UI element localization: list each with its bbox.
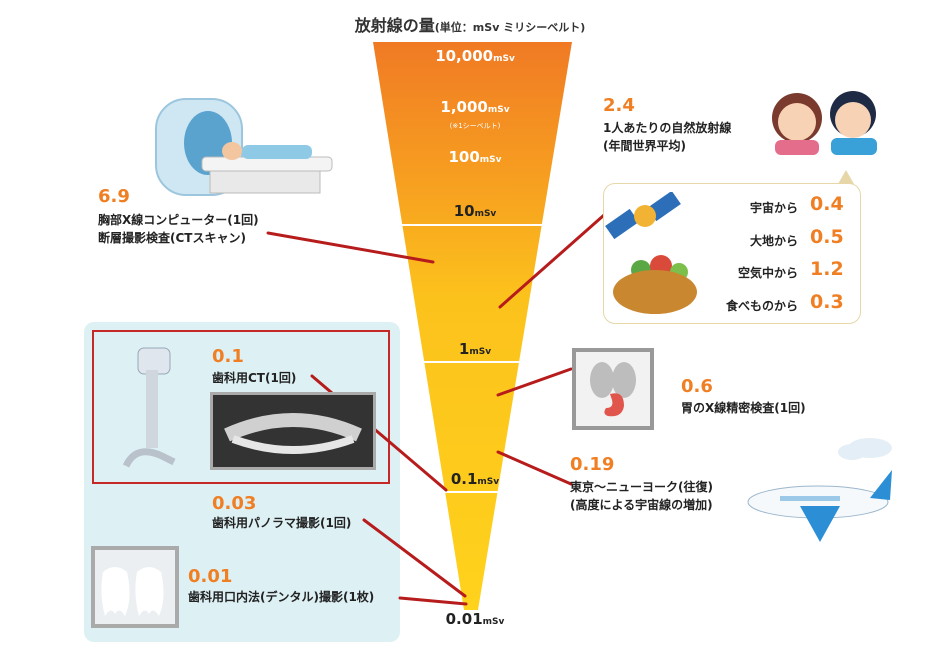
intraoral-value: 0.01 [188,566,233,587]
dental-ct-machine-illustration [122,347,176,468]
natural-label-1: 1人あたりの自然放射線 [603,121,732,135]
lungs-icon [590,362,636,417]
dental-ct-label: 歯科用CT(1回) [212,371,297,385]
vegetable-basket-icon [613,255,697,314]
dental-ct-highlight-box [92,330,390,484]
radiation-funnel [373,42,572,610]
lungs-icon-box [572,348,654,430]
flight-value: 0.19 [570,454,615,475]
natural-value: 2.4 [603,95,635,116]
scale-1000-note: (※1シーベルト) [449,122,501,130]
ct-chest-value: 6.9 [98,186,130,207]
bubble-tail [838,170,854,184]
scale-10000: 10,000mSv [435,47,515,65]
scale-1000: 1,000mSv [440,98,510,116]
connector-natural [498,206,614,309]
dental-ct-value: 0.1 [212,346,244,367]
flight-label-1: 東京〜ニューヨーク(往復) [570,480,713,494]
family-illustration [772,91,877,155]
tooth-xray-box [91,546,179,628]
panorama-value: 0.03 [212,493,257,514]
panorama-label: 歯科用パノラマ撮影(1回) [212,516,352,530]
ct-chest-label-2: 断層撮影検査(CTスキャン) [98,231,246,245]
ct-scanner-illustration [155,98,333,196]
connector-flight [496,450,573,486]
stomach-label: 胃のX線精密検査(1回) [681,401,806,415]
flight-label-2: (高度による宇宙線の増加) [570,498,713,512]
airplane-illustration [747,438,892,542]
breakdown-illustrations [605,192,697,314]
connector-ct-chest [266,231,435,264]
scale-10: 10mSv [453,202,497,220]
intraoral-label: 歯科用口内法(デンタル)撮影(1枚) [188,590,375,604]
tooth-icon [101,567,164,616]
scale-0.1: 0.1mSv [450,470,500,488]
natural-label-2: (年間世界平均) [603,139,686,153]
ct-chest-label-1: 胸部X線コンピューター(1回) [98,213,259,227]
scale-100: 100mSv [448,148,502,166]
scale-0.01: 0.01mSv [445,610,505,628]
connector-intraoral [398,596,468,606]
scale-1: 1mSv [458,340,492,358]
stomach-value: 0.6 [681,376,713,397]
chart-title: 放射線の量(単位：mSv ミリシーベルト) [354,16,586,35]
satellite-icon [605,192,681,240]
connector-stomach [496,367,573,397]
panoramic-xray-image [210,392,376,470]
connector-panorama [362,518,467,598]
